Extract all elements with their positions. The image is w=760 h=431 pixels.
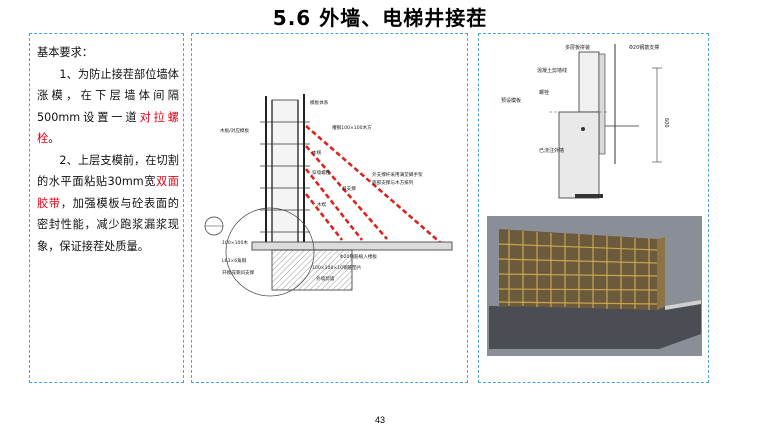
label-rebar-pad: 100×100×10钢筋垫片: [312, 264, 362, 271]
requirement-1-highlight: 对拉螺栓: [37, 110, 179, 146]
upper-formwork: [578, 51, 600, 113]
requirement-1-text: 1、为防止接茬部位墙体涨模，在下层墙体间隔500mm设置一道: [37, 67, 179, 124]
page-title: 5.6 外墙、电梯井接茬: [272, 6, 488, 30]
label-board: 木板/对应模板: [220, 127, 250, 134]
label-batten: 木楞: [312, 149, 322, 156]
label-outer-wall: 外墙剪墙: [316, 275, 335, 282]
label-wedge: 木楔: [317, 201, 327, 208]
label-diagonal-brace: 斜支撑: [342, 185, 356, 192]
label-angle-steel: L63×6角钢: [222, 257, 247, 264]
label-dimension: 600: [663, 118, 669, 128]
lower-poured-wall: [558, 111, 600, 199]
requirement-2-text: 2、上层支模前，在切割的水平面粘贴30mm宽: [37, 153, 179, 189]
lower-wall: [271, 249, 353, 291]
requirements-panel: 基本要求： 1、为防止接茬部位墙体涨模，在下层墙体间隔500mm设置一道对拉螺栓…: [29, 33, 184, 383]
label-brace-bundle: 开模成束斜支撑: [222, 269, 255, 276]
label-bolt: 螺栓: [539, 89, 549, 96]
requirements-text: 基本要求： 1、为防止接茬部位墙体涨模，在下层墙体间隔500mm设置一道对拉螺栓…: [37, 42, 179, 257]
label-formwork-system: 模板体系: [310, 99, 329, 106]
requirement-2-end: ，加强模板与砼表面的密封性能，减少跑浆漏浆现象，保证接茬处质量。: [37, 196, 179, 253]
joint-detail-drawing: 多层板拼装 Φ20钢筋支撑 混凝土剪墙线 预设模板 螺栓 已浇注外墙 600: [487, 44, 702, 356]
joint-detail-panel: 多层板拼装 Φ20钢筋支撑 混凝土剪墙线 预设模板 螺栓 已浇注外墙 600: [478, 33, 709, 383]
requirement-item-1: 1、为防止接茬部位墙体涨模，在下层墙体间隔500mm设置一道对拉螺栓。: [37, 64, 179, 150]
formwork-diagram-panel: 模板体系 槽钢100×100木方 木板/对应模板 木楞 穿墙螺栓 斜支撑 木楔 …: [191, 33, 468, 383]
diagonal-braces: [304, 125, 443, 245]
label-channel-steel: 槽钢100×100木方: [332, 124, 372, 131]
page-number: 43: [374, 415, 385, 425]
label-outer-support: 外支撑杆采用满堂脚手架: [372, 171, 423, 178]
tie-bolts: [260, 121, 310, 233]
label-rebar: Φ20钢筋植入楼板: [340, 253, 377, 260]
label-bottom-support: 底部支撑与木方排列: [372, 179, 414, 186]
formwork-elevation-drawing: 模板体系 槽钢100×100木方 木板/对应模板 木楞 穿墙螺栓 斜支撑 木楔 …: [204, 94, 453, 297]
label-poured-wall: 已浇注外墙: [539, 147, 564, 154]
floor-slab: [251, 241, 453, 251]
label-wall-bolt: 穿墙螺栓: [312, 169, 331, 176]
label-concrete-face: 混凝土剪墙线: [537, 67, 567, 74]
requirement-item-2: 2、上层支模前，在切割的水平面粘贴30mm宽双面胶带，加强模板与砼表面的密封性能…: [37, 150, 179, 258]
requirement-2-highlight: 双面胶带: [37, 175, 179, 210]
requirement-1-end: 。: [48, 132, 60, 145]
label-multi-layer-board: 多层板拼装: [565, 44, 590, 51]
label-bar-support: Φ20钢筋支撑: [629, 44, 659, 51]
label-edge-formwork: 预设模板: [501, 97, 521, 104]
formwork-3d-render: [487, 216, 702, 356]
label-timber: 100×100木: [222, 239, 248, 246]
detail-circle: [225, 207, 315, 297]
requirements-heading: 基本要求：: [37, 46, 93, 59]
